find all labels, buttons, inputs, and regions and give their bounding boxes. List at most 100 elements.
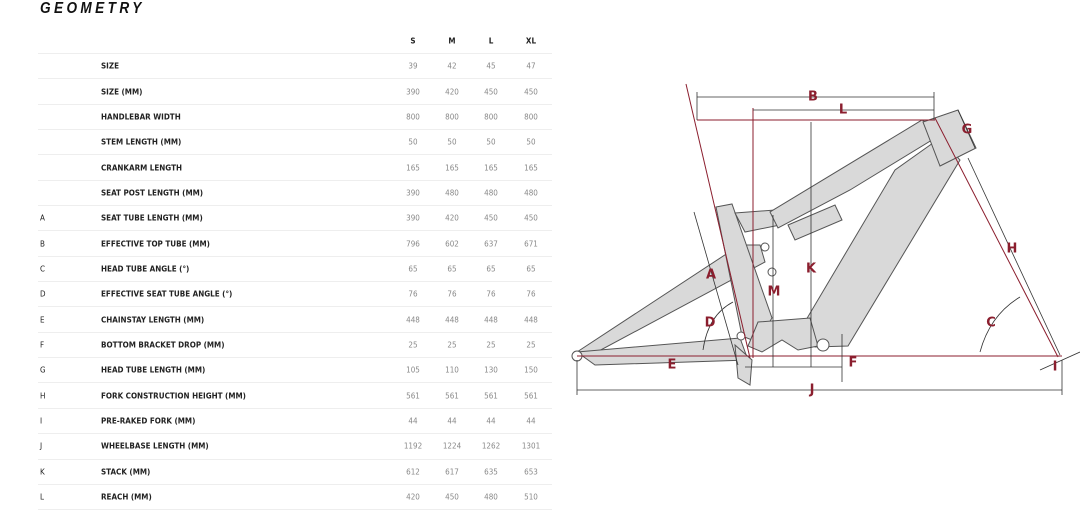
row-value: 390 — [406, 87, 420, 97]
label-H: H — [1007, 242, 1018, 257]
geometry-diagram: A B C D E F G H I J K L M — [571, 83, 1080, 398]
row-value: 450 — [524, 87, 538, 97]
label-J: J — [809, 383, 815, 398]
row-value: 390 — [406, 188, 420, 198]
row-value: 25 — [447, 340, 457, 350]
label-I: I — [1053, 360, 1058, 375]
column-header: S — [410, 36, 416, 46]
row-label: BOTTOM BRACKET DROP (MM) — [101, 340, 225, 350]
column-header: M — [448, 36, 456, 46]
row-label: CHAINSTAY LENGTH (MM) — [101, 315, 205, 325]
row-label: STACK (MM) — [101, 467, 151, 477]
row-value: 110 — [445, 365, 459, 375]
row-value: 561 — [406, 391, 420, 401]
row-value: 25 — [408, 340, 418, 350]
row-value: 39 — [408, 61, 418, 71]
dropout — [734, 343, 753, 386]
table-header: S M L XL — [38, 29, 552, 54]
row-value: 76 — [408, 289, 418, 299]
row-value: 44 — [526, 416, 536, 426]
row-value: 390 — [406, 213, 420, 223]
row-value: 65 — [486, 264, 496, 274]
row-value: 1224 — [442, 441, 462, 451]
row-label: HANDLEBAR WIDTH — [101, 112, 181, 122]
motor-mount — [747, 317, 819, 353]
row-label: SEAT TUBE LENGTH (MM) — [101, 213, 203, 223]
row-value: 448 — [524, 315, 538, 325]
row-value: 44 — [486, 416, 496, 426]
shock — [787, 204, 843, 241]
row-value: 165 — [484, 163, 498, 173]
row-value: 448 — [406, 315, 420, 325]
label-K: K — [806, 262, 817, 277]
row-value: 420 — [445, 87, 459, 97]
row-value: 76 — [526, 289, 536, 299]
row-value: 50 — [526, 137, 536, 147]
row-letter: E — [40, 315, 45, 325]
row-label: SIZE — [101, 61, 119, 71]
row-letter: F — [40, 340, 45, 350]
label-M: M — [768, 285, 781, 300]
row-value: 671 — [524, 239, 538, 249]
label-L: L — [839, 103, 847, 118]
row-label: FORK CONSTRUCTION HEIGHT (MM) — [101, 391, 246, 401]
row-value: 165 — [445, 163, 459, 173]
row-value: 76 — [447, 289, 457, 299]
row-label: HEAD TUBE ANGLE (°) — [101, 264, 190, 274]
row-label: STEM LENGTH (MM) — [101, 137, 182, 147]
row-value: 65 — [447, 264, 457, 274]
row-value: 480 — [524, 188, 538, 198]
dimension-lines — [576, 92, 1080, 395]
row-value: 800 — [445, 112, 459, 122]
page-title: GEOMETRY — [40, 0, 145, 17]
label-A: A — [706, 268, 716, 283]
column-header: L — [488, 36, 494, 46]
row-label: HEAD TUBE LENGTH (MM) — [101, 365, 206, 375]
row-value: 165 — [406, 163, 420, 173]
row-label: WHEELBASE LENGTH (MM) — [101, 441, 209, 451]
row-value: 796 — [406, 239, 420, 249]
row-value: 1262 — [481, 441, 501, 451]
row-letter: G — [40, 365, 46, 375]
row-label: EFFECTIVE TOP TUBE (MM) — [101, 239, 210, 249]
row-letter: A — [40, 213, 45, 223]
row-label: PRE-RAKED FORK (MM) — [101, 416, 196, 426]
row-value: 420 — [445, 213, 459, 223]
row-value: 448 — [445, 315, 459, 325]
head-tube — [922, 109, 977, 167]
row-value: 42 — [447, 61, 457, 71]
label-E: E — [668, 358, 677, 373]
row-value: 50 — [486, 137, 496, 147]
row-value: 617 — [445, 467, 459, 477]
row-value: 45 — [486, 61, 496, 71]
label-F: F — [849, 356, 858, 371]
label-D: D — [705, 316, 716, 331]
row-value: 450 — [484, 87, 498, 97]
row-value: 25 — [486, 340, 496, 350]
row-value: 47 — [526, 61, 536, 71]
bike-frame — [575, 109, 977, 386]
row-letter: B — [40, 239, 45, 249]
row-value: 65 — [526, 264, 536, 274]
row-label: CRANKARM LENGTH — [101, 163, 183, 173]
row-value: 50 — [447, 137, 457, 147]
row-value: 800 — [406, 112, 420, 122]
row-letter: K — [40, 467, 45, 477]
column-header: XL — [525, 36, 537, 46]
row-letter: I — [40, 416, 43, 426]
row-letter: H — [40, 391, 46, 401]
row-value: 602 — [445, 239, 459, 249]
